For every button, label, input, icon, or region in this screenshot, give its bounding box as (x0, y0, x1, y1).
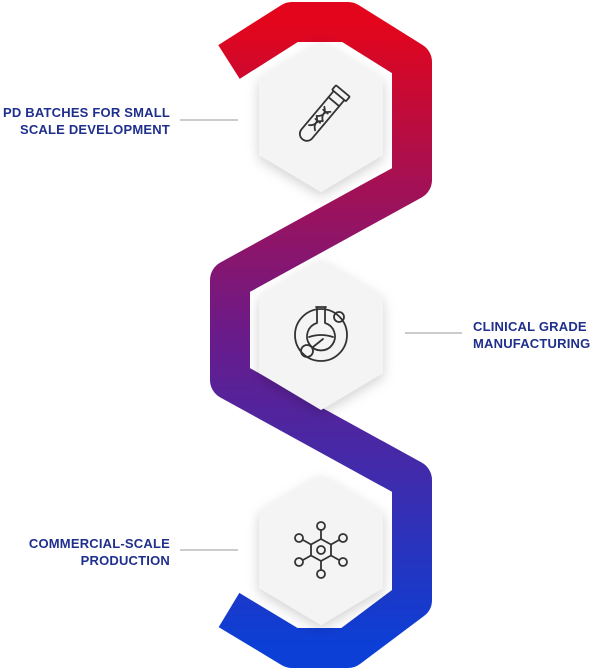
stage-label-3: COMMERCIAL-SCALE PRODUCTION (29, 535, 170, 569)
stage-label-3-line-2: PRODUCTION (80, 553, 170, 568)
hexagon-molecule-icon (294, 521, 348, 579)
stage-label-1-line-1: PD BATCHES FOR SMALL (3, 105, 170, 120)
test-tube-dna-icon (298, 84, 351, 142)
stage-hexagon-2 (259, 260, 383, 410)
stage-label-2: CLINICAL GRADE MANUFACTURING (473, 318, 590, 352)
stage-label-1: PD BATCHES FOR SMALL SCALE DEVELOPMENT (3, 104, 170, 138)
flask-molecule-icon (294, 306, 348, 362)
stage-label-1-line-2: SCALE DEVELOPMENT (19, 122, 170, 137)
stage-label-3-line-1: COMMERCIAL-SCALE (28, 536, 170, 551)
stage-label-2-line-1: CLINICAL GRADE (473, 319, 587, 334)
gradient-ribbon (210, 2, 432, 668)
stage-hexagon-3 (259, 475, 383, 625)
stage-hexagon-1 (259, 42, 383, 192)
stage-label-2-line-2: MANUFACTURING (473, 336, 591, 351)
